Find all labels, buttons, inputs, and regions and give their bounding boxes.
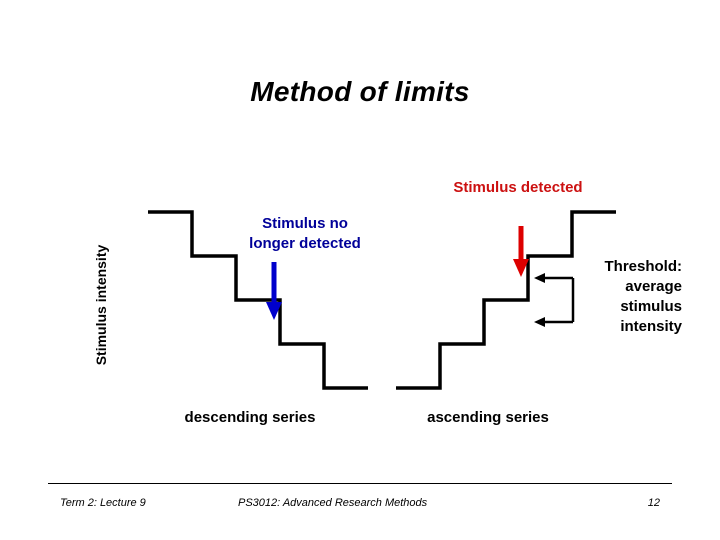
label-threshold: Threshold: average stimulus intensity — [540, 257, 683, 337]
label-ascending-series: ascending series — [427, 409, 549, 426]
ascending-series-staircase — [396, 210, 616, 390]
footer-lecture-label: Term 2: Lecture 9 — [60, 497, 146, 509]
footer-page-number: 12 — [647, 497, 660, 509]
method-of-limits-diagram — [148, 210, 616, 390]
bracket-upper-arrowhead — [534, 273, 545, 283]
page-title: Method of limits — [250, 76, 470, 107]
descending-series-staircase — [148, 210, 368, 390]
label-stimulus-no-longer-detected: Stimulus no longer detected — [208, 214, 402, 254]
label-line-1: Stimulus no — [262, 215, 348, 232]
bracket-lower-arrowhead — [534, 317, 545, 327]
label-line-2: longer detected — [249, 235, 361, 252]
threshold-line-2: average — [625, 278, 682, 295]
threshold-line-1: Threshold: — [604, 258, 683, 275]
label-stimulus-detected: Stimulus detected — [453, 179, 583, 196]
footer-divider — [48, 483, 672, 484]
threshold-line-3: stimulus — [620, 298, 682, 315]
red-down-arrow-icon — [513, 226, 529, 277]
label-descending-series: descending series — [184, 409, 316, 426]
footer-course-label: PS3012: Advanced Research Methods — [238, 497, 428, 509]
blue-down-arrow-icon — [266, 262, 282, 320]
threshold-line-4: intensity — [620, 318, 682, 335]
threshold-bracket — [534, 273, 575, 327]
